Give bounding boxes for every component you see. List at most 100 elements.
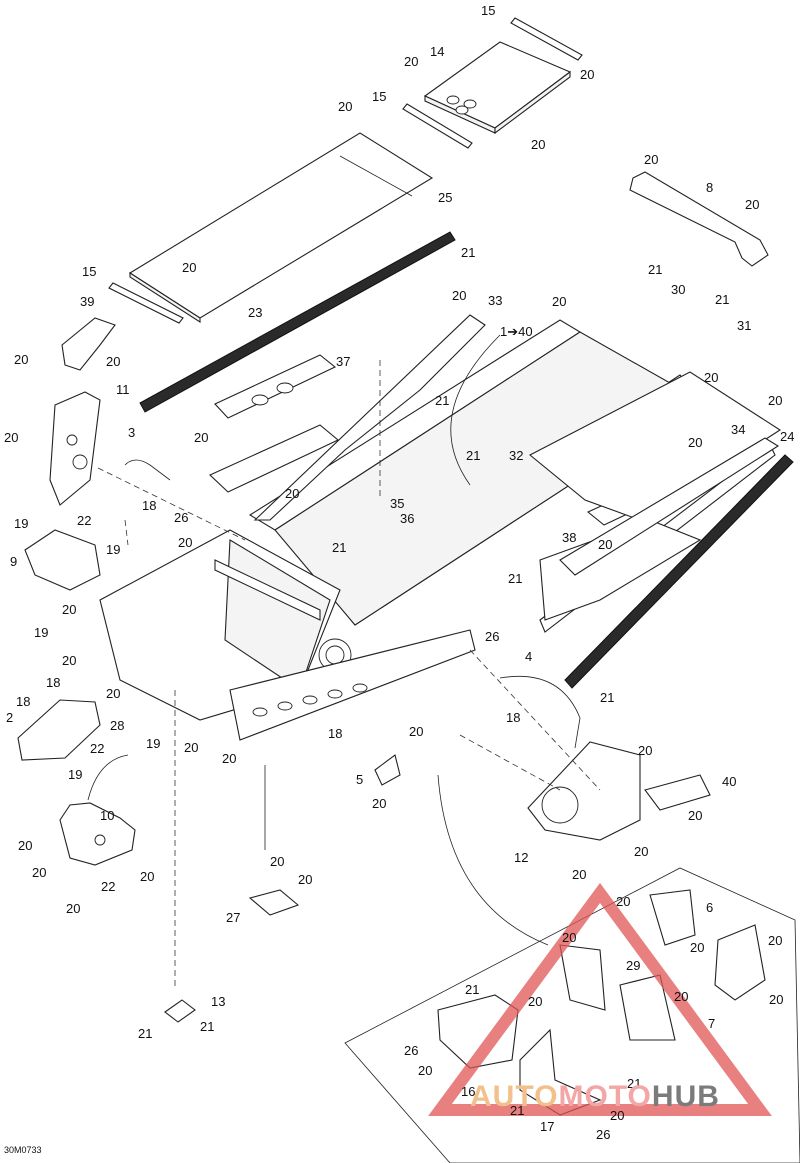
callout-c18e: 18 (506, 710, 520, 725)
callout-c20aq: 20 (769, 992, 783, 1007)
part-7-bracket (714, 924, 766, 1001)
callout-c21k: 21 (200, 1019, 214, 1034)
callout-c21h: 21 (600, 690, 614, 705)
part-17-bracket (519, 1028, 602, 1116)
callout-c40: 40 (722, 774, 736, 789)
callout-c35: 35 (390, 496, 404, 511)
callout-c20i: 20 (552, 294, 566, 309)
part-14-top-cover (423, 41, 572, 135)
callout-c31: 31 (737, 318, 751, 333)
callout-c20am: 20 (768, 933, 782, 948)
callout-c20ac: 20 (18, 838, 32, 853)
watermark-part3: HUB (651, 1080, 720, 1113)
part-27-clip (248, 889, 300, 916)
part-12-plate (527, 741, 641, 841)
callout-c26a: 26 (174, 510, 188, 525)
callout-c10: 10 (100, 808, 114, 823)
callout-c19e: 19 (68, 767, 82, 782)
callout-c20f: 20 (745, 197, 759, 212)
callout-c20an: 20 (690, 940, 704, 955)
callout-c20y: 20 (222, 751, 236, 766)
part-2-bracket (17, 699, 101, 761)
part-3-hose (124, 459, 171, 481)
callout-c21m: 21 (510, 1103, 524, 1118)
callout-c20p: 20 (688, 435, 702, 450)
callout-c37: 37 (336, 354, 350, 369)
callout-c20j: 20 (14, 352, 28, 367)
part-15-strip-left (108, 282, 184, 324)
callout-c26c: 26 (404, 1043, 418, 1058)
callout-c20s: 20 (598, 537, 612, 552)
callout-c20w: 20 (184, 740, 198, 755)
callout-c4: 4 (525, 649, 532, 664)
callout-c21d: 21 (435, 393, 449, 408)
part-15-strip-top (510, 17, 583, 61)
callout-c20ai: 20 (298, 872, 312, 887)
callout-c21i: 21 (465, 982, 479, 997)
part-8-bracket (629, 171, 769, 267)
callout-c17: 17 (540, 1119, 554, 1134)
callout-c18a: 18 (142, 498, 156, 513)
callout-c33: 33 (488, 293, 502, 308)
part-5-clip (374, 754, 401, 786)
part-34-side (559, 437, 780, 576)
callout-c20al: 20 (562, 930, 576, 945)
inset-box (344, 867, 800, 1163)
callout-c20ar: 20 (418, 1063, 432, 1078)
callout-c20d: 20 (531, 137, 545, 152)
callout-c19b: 19 (106, 542, 120, 557)
callout-c38: 38 (562, 530, 576, 545)
part-24-rail-right (564, 454, 794, 689)
callout-c20ag: 20 (572, 867, 586, 882)
callout-c6: 6 (706, 900, 713, 915)
callout-c5: 5 (356, 772, 363, 787)
callout-c39: 39 (80, 294, 94, 309)
part-15-strip-mid (402, 103, 473, 149)
part-10-bracket (59, 802, 136, 866)
callout-c20t: 20 (62, 602, 76, 617)
callout-c20b: 20 (580, 67, 594, 82)
callout-c20ak: 20 (616, 894, 630, 909)
part-11-panel (49, 391, 101, 506)
part-33-side (253, 314, 486, 521)
callout-c20aj: 20 (66, 901, 80, 916)
callout-c20o: 20 (194, 430, 208, 445)
callout-c15c: 15 (82, 264, 96, 279)
assembly-lines (87, 334, 601, 990)
callout-c20n: 20 (4, 430, 18, 445)
callout-c26b: 26 (485, 629, 499, 644)
callout-c20u: 20 (62, 653, 76, 668)
callout-c9: 9 (10, 554, 17, 569)
callout-c18c: 18 (16, 694, 30, 709)
callout-c20ab: 20 (688, 808, 702, 823)
part-37-plate (209, 354, 340, 493)
callout-c15b: 15 (372, 89, 386, 104)
callout-c21e: 21 (466, 448, 480, 463)
callout-c34: 34 (731, 422, 745, 437)
callout-c20ao: 20 (528, 994, 542, 1009)
callout-c22c: 22 (101, 879, 115, 894)
callout-c20r: 20 (178, 535, 192, 550)
callout-c20k: 20 (106, 354, 120, 369)
watermark-logo (428, 882, 772, 1116)
watermark-text: AUTOMOTOHUB (470, 1080, 720, 1114)
callout-c26d: 26 (596, 1127, 610, 1142)
watermark-part2: MOTO (558, 1080, 652, 1113)
callout-c21b: 21 (648, 262, 662, 277)
callout-c20x: 20 (409, 724, 423, 739)
callout-c19d: 19 (146, 736, 160, 751)
callout-c28: 28 (110, 718, 124, 733)
callout-c20h: 20 (452, 288, 466, 303)
callout-c20q: 20 (285, 486, 299, 501)
callout-c20z: 20 (638, 743, 652, 758)
callout-c19c: 19 (34, 625, 48, 640)
callout-c1to40: 1➔40 (500, 324, 533, 339)
callout-c36: 36 (400, 511, 414, 526)
callout-c29: 29 (626, 958, 640, 973)
callout-c25: 25 (438, 190, 452, 205)
part-29-bracket (559, 944, 676, 1041)
callout-c21f: 21 (332, 540, 346, 555)
callout-c16: 16 (461, 1084, 475, 1099)
part-23-rail-left (139, 231, 456, 413)
callout-c30: 30 (671, 282, 685, 297)
